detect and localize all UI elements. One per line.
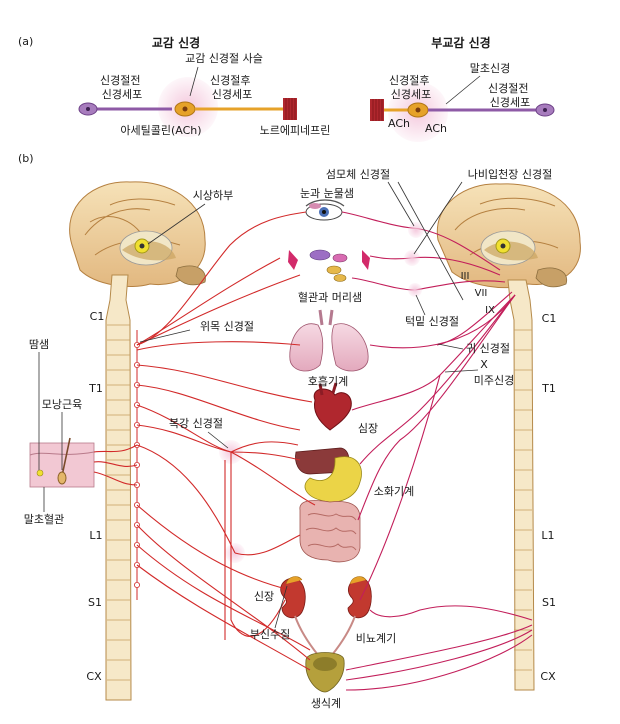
parasympathetic-terminal-label: 말초신경 [470, 62, 510, 75]
parasympathetic-effector-muscle-icon [370, 99, 384, 121]
panel-b-tag: (b) [18, 152, 34, 165]
para-pre-line1: 신경절전 [488, 82, 528, 95]
respiratory-label: 호흡기계 [308, 374, 348, 388]
left-spinal-cord [105, 274, 132, 701]
cranial-ix-label: IX [485, 305, 495, 316]
intestine-icon [299, 500, 361, 563]
kidney-left-icon [280, 576, 306, 619]
bladder-icon [305, 652, 345, 693]
right-s1-label: S1 [542, 596, 556, 609]
celiac-ganglion-label: 복강 신경절 [169, 417, 223, 430]
eye-icon [305, 199, 345, 221]
parasympathetic-ach-right: ACh [425, 122, 447, 135]
right-cx-label: CX [540, 670, 556, 683]
sympathetic-postganglionic-label: 신경절후 신경세포 [210, 74, 254, 101]
lung-icon [289, 309, 369, 372]
sympathetic-chain-label: 교감 신경절 사슬 [185, 52, 263, 65]
peripheral-vessels-label: 말초혈관 [24, 512, 64, 526]
kidney-label: 신장 [254, 590, 274, 603]
left-s1-label: S1 [88, 596, 102, 609]
adrenal-medulla-label: 부신수질 [250, 628, 290, 641]
parasympathetic-title: 부교감 신경 [431, 35, 490, 50]
para-pre-line2: 신경세포 [490, 96, 530, 109]
right-l1-label: L1 [541, 529, 554, 542]
head-glands-icon [288, 249, 370, 282]
otic-ganglion-label: 귀 신경절 [466, 342, 510, 355]
parasympathetic-postganglionic-label: 신경절후 신경세포 [389, 74, 433, 101]
hypothalamus-label: 시상하부 [193, 188, 233, 202]
sympathetic-norepinephrine-label: 노르에피네프린 [260, 124, 331, 137]
para-post-line2: 신경세포 [391, 88, 431, 101]
cervical-ganglion-label: 위목 신경절 [200, 320, 254, 333]
stomach-icon [304, 456, 362, 503]
pilomotor-label: 모낭근육 [42, 398, 82, 411]
submandibular-ganglion-highlight [408, 283, 422, 297]
cranial-iii-label: III [461, 271, 470, 282]
heart-icon [313, 382, 352, 431]
submandibular-ganglion-label: 턱밑 신경절 [405, 315, 459, 328]
sympathetic-pathway: 교감 신경 교감 신경절 사슬 신경절전 신경세포 신경절후 신경세포 [78, 35, 331, 137]
pterygopalatine-ganglion-highlight [404, 250, 420, 266]
sweat-gland-label: 땀샘 [29, 338, 49, 351]
pterygopalatine-ganglion-label: 나비입천장 신경절 [468, 167, 552, 181]
left-brain-icon [69, 181, 206, 287]
urinary-label: 비뇨계기 [356, 632, 396, 645]
right-brain-icon [436, 183, 581, 289]
left-cx-label: CX [86, 670, 102, 683]
right-spinal-segments [514, 329, 532, 671]
para-post-line1: 신경절후 [389, 74, 429, 87]
sympathetic-post-line1: 신경절후 [210, 74, 250, 87]
ciliary-ganglion-label: 섬모체 신경절 [326, 168, 390, 181]
reproductive-label: 생식계 [311, 697, 341, 710]
cranial-vii-label: VII [475, 288, 488, 299]
parasympathetic-preganglionic-label: 신경절전 신경세포 [488, 82, 532, 109]
digestive-label: 소화기계 [374, 485, 414, 498]
right-c1-label: C1 [542, 312, 557, 325]
vagus-numeral-label: X [480, 358, 488, 371]
left-t1-label: T1 [88, 382, 103, 395]
left-c1-label: C1 [90, 310, 105, 323]
ciliary-ganglion-highlight [408, 222, 424, 238]
ureters [294, 615, 356, 656]
panel-a: (a) 교감 신경 교감 신경절 사슬 신경절전 신경세포 신경절후 [18, 35, 555, 142]
parasympathetic-pathway: 부교감 신경 말초신경 신경절후 신경세포 신경절전 신경세포 [370, 35, 555, 142]
vagus-label: 미주신경 [474, 374, 514, 387]
sympathetic-pre-line1: 신경절전 [100, 74, 140, 87]
left-spinal-segments [107, 324, 130, 681]
eye-lacrimal-label: 눈과 눈물샘 [300, 187, 354, 200]
right-t1-label: T1 [541, 382, 556, 395]
sympathetic-pre-line2: 신경세포 [102, 88, 142, 101]
panel-a-tag: (a) [18, 35, 33, 48]
heart-label: 심장 [358, 422, 378, 435]
vessels-glands-label: 혈관과 머리샘 [298, 290, 362, 304]
sympathetic-ach-label: 아세틸콜린(ACh) [120, 124, 201, 137]
sympathetic-preganglionic-label: 신경절전 신경세포 [100, 74, 144, 101]
right-spinal-cord [507, 279, 535, 691]
parasympathetic-ach-left: ACh [388, 117, 410, 130]
sympathetic-post-line2: 신경세포 [212, 88, 252, 101]
panel-b: (b) [18, 152, 581, 710]
sympathetic-nerves [93, 211, 316, 671]
sympathetic-title: 교감 신경 [152, 35, 200, 50]
sympathetic-effector-muscle-icon [283, 98, 297, 120]
left-l1-label: L1 [89, 529, 102, 542]
